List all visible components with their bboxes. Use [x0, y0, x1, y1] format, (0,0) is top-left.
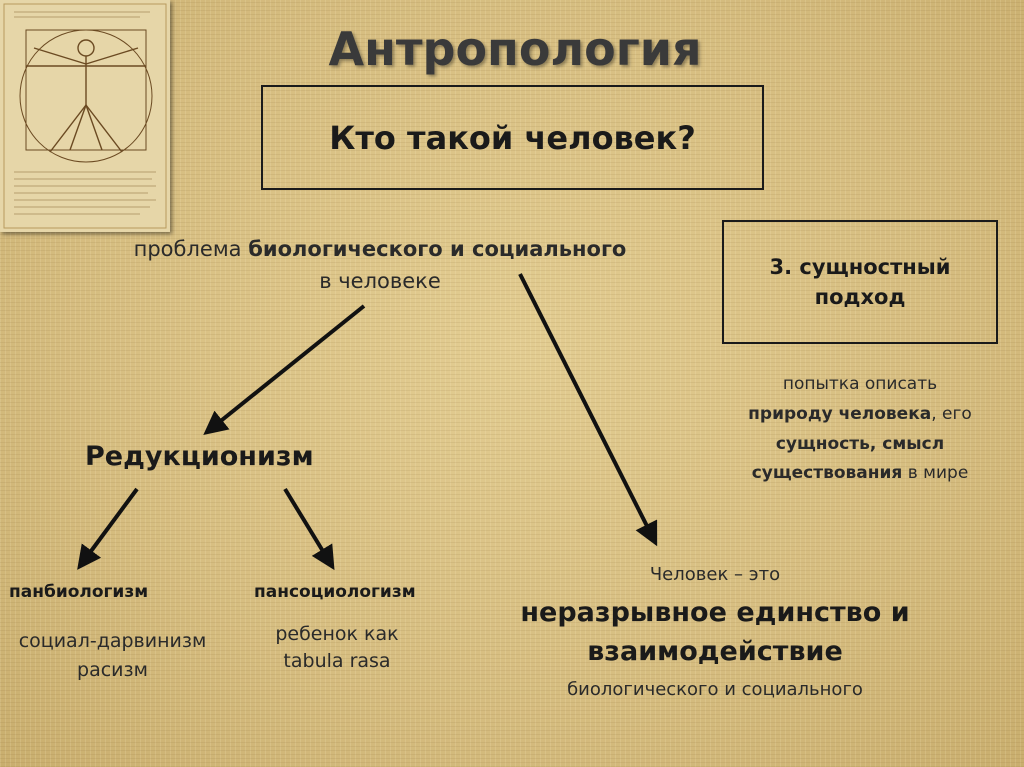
problem-line-2: в человеке [319, 268, 441, 293]
essence-approach-box: 3. сущностный подход [722, 220, 998, 344]
question-box: Кто такой человек? [261, 85, 764, 190]
problem-line-1: проблема биологического и социального [80, 234, 680, 266]
page-title: Антропология [328, 22, 702, 76]
essence-desc-line-4: существования в мире [720, 459, 1000, 489]
pansociologism-label: пансоциологизм [254, 582, 416, 602]
panbiologism-examples: социал-дарвинизм расизм [10, 627, 215, 684]
essence-desc-line-1: попытка описать [782, 374, 938, 394]
pansociologism-examples: ребенок как tabula rasa [262, 621, 412, 674]
arrow-problem-to-reductionism [203, 304, 366, 436]
arrow-reductionism-to-pansociologism [283, 487, 335, 571]
essence-desc-text-2: , его [931, 403, 972, 424]
unity-main-line-2: взаимодействие [587, 636, 843, 668]
unity-main: неразрывное единство и взаимодействие [500, 593, 930, 671]
unity-tail: биологического и социального [567, 679, 863, 700]
problem-bold: биологического и социального [248, 237, 627, 261]
panbiologism-label: панбиологизм [9, 582, 149, 602]
essence-box-line-2: подход [814, 285, 906, 309]
pansociologism-example-2: tabula rasa [283, 649, 391, 672]
vitruvian-man-image [0, 0, 170, 232]
arrow-problem-to-unity [518, 273, 658, 547]
arrow-reductionism-to-panbiologism [77, 487, 139, 570]
pansociologism-example-1: ребенок как [275, 623, 399, 645]
unity-lead: Человек – это [649, 564, 781, 585]
essence-desc-bold-2: сущность, смысл [775, 433, 945, 454]
problem-prefix: проблема [133, 237, 249, 261]
essence-desc-bold-1: природу человека [748, 403, 932, 424]
essence-desc-bold-3: существования [751, 463, 903, 484]
reductionism-label: Редукционизм [85, 441, 314, 472]
essence-desc-line-3: сущность, смысл [720, 430, 1000, 460]
panbiologism-example-1: социал-дарвинизм [18, 630, 207, 652]
problem-text: проблема биологического и социального в … [80, 234, 680, 297]
essence-desc-text-3: в мире [902, 463, 969, 484]
essence-desc-line-2: природу человека, его [720, 400, 1000, 430]
essence-box-line-1: 3. сущностный [769, 254, 951, 279]
panbiologism-example-2: расизм [77, 658, 148, 681]
unity-main-line-1: неразрывное единство и [520, 597, 910, 628]
question-text: Кто такой человек? [329, 118, 696, 157]
essence-description: попытка описать природу человека, его су… [720, 370, 1000, 489]
